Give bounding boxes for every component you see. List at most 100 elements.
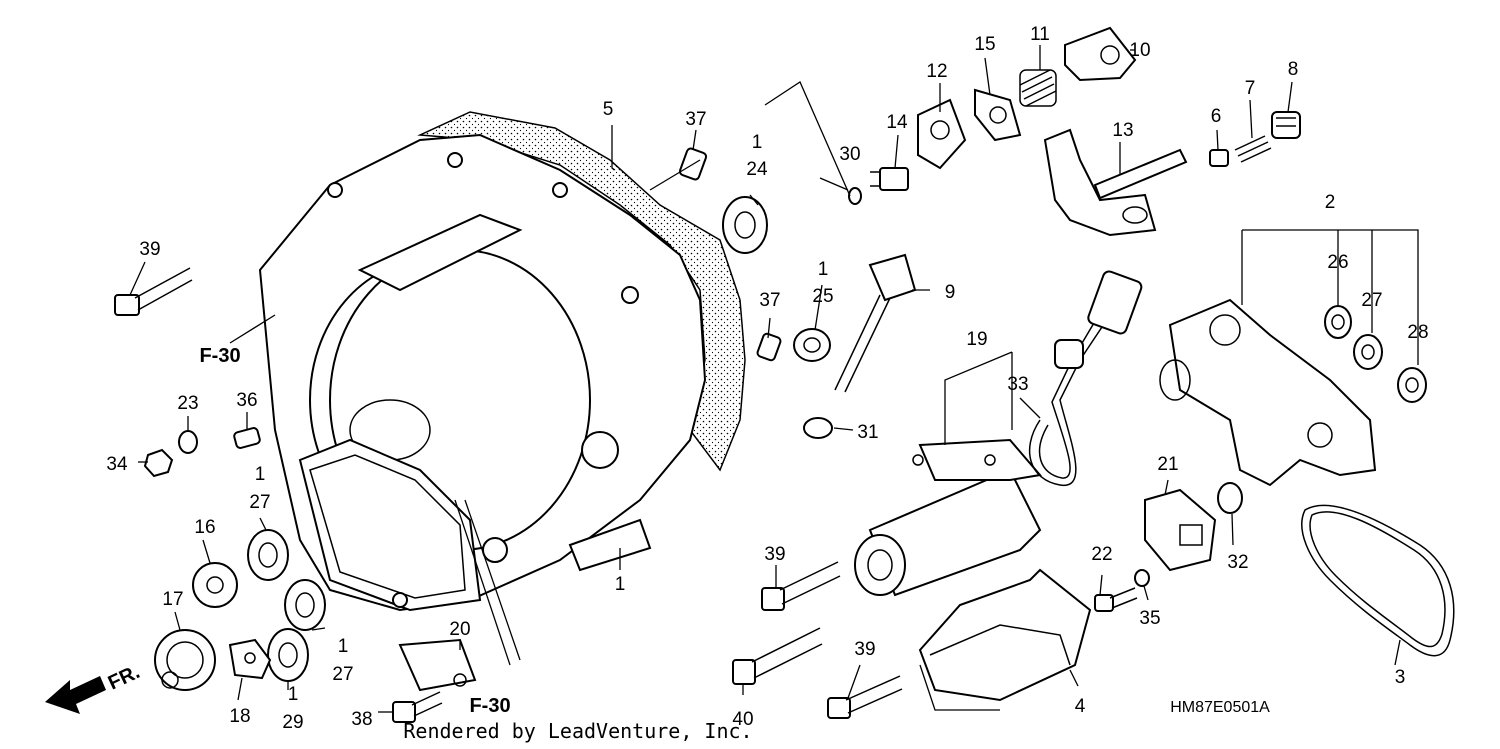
callout-label: 39: [854, 639, 875, 660]
callout-label: 19: [966, 329, 987, 350]
callout-label: 20: [449, 619, 470, 640]
callout-label: 13: [1112, 120, 1133, 141]
bearing-27-right[interactable]: [1353, 334, 1383, 370]
pump-cover-2[interactable]: [1159, 298, 1377, 487]
callout-label: 21: [1157, 454, 1178, 475]
callout-label: 1: [615, 574, 626, 595]
bolt-22[interactable]: [1094, 587, 1138, 612]
callout-label: 28: [1407, 322, 1428, 343]
callout-label: 1: [752, 132, 763, 153]
bearing-25[interactable]: [793, 328, 831, 362]
callout-label: 35: [1139, 608, 1160, 629]
gasket-5[interactable]: [417, 111, 746, 472]
callout-label: 16: [194, 517, 215, 538]
bearing-28[interactable]: [1397, 367, 1427, 403]
bearing-27-upper[interactable]: [247, 529, 289, 581]
callout-label: 4: [1075, 696, 1086, 717]
callout-label: 27: [1361, 290, 1382, 311]
washer-35[interactable]: [1134, 569, 1150, 587]
spring-7[interactable]: [1234, 135, 1272, 163]
washer-23[interactable]: [178, 430, 198, 454]
callout-label: 1: [255, 464, 266, 485]
plate-18[interactable]: [228, 638, 272, 680]
callout-label: 1: [288, 684, 299, 705]
bolt-38[interactable]: [392, 691, 443, 723]
callout-label: 38: [351, 709, 372, 730]
crankcase-cover[interactable]: [258, 133, 707, 612]
callout-label: 25: [812, 286, 833, 307]
callout-label: 18: [229, 706, 250, 727]
callout-label: 8: [1288, 59, 1299, 80]
bearing-27-lower[interactable]: [284, 579, 326, 631]
dowel-pin-36[interactable]: [233, 427, 261, 449]
callout-label: 32: [1227, 552, 1248, 573]
plate-12[interactable]: [917, 98, 967, 170]
callout-label: 34: [106, 454, 128, 475]
cam-10[interactable]: [1064, 26, 1137, 82]
callout-label: 26: [1327, 252, 1348, 273]
section-reference[interactable]: F-30: [469, 695, 510, 717]
shift-shaft-13[interactable]: [1043, 128, 1188, 237]
callout-label: 3: [1395, 667, 1406, 688]
callout-label: 14: [886, 112, 908, 133]
callout-label: 30: [839, 144, 860, 165]
spring-11[interactable]: [1019, 69, 1057, 107]
washer-30[interactable]: [848, 187, 862, 205]
callout-label: 36: [236, 390, 257, 411]
gasket-3[interactable]: [1301, 504, 1455, 657]
callout-label: 11: [1030, 24, 1050, 45]
callout-label: 1: [818, 259, 829, 280]
bearing-24[interactable]: [722, 196, 768, 254]
guard-plate-4[interactable]: [918, 568, 1092, 702]
callout-label: 1: [338, 636, 349, 657]
plate-15[interactable]: [974, 88, 1022, 142]
credit-text: Rendered by LeadVenture, Inc.: [403, 719, 752, 743]
callout-label: 22: [1091, 544, 1112, 565]
callout-label: 39: [139, 239, 160, 260]
callout-label: 31: [857, 422, 878, 443]
bolt-39-middle[interactable]: [761, 561, 841, 611]
gear-16[interactable]: [192, 562, 238, 608]
diagram-code: HM87E0501A: [1170, 699, 1270, 716]
callout-label: 5: [603, 99, 614, 120]
bolt-40[interactable]: [732, 627, 823, 685]
leader-lines: [129, 45, 1419, 713]
starter-motor-19[interactable]: [854, 438, 1042, 597]
callout-label: 27: [332, 664, 353, 685]
dipstick-9[interactable]: [834, 253, 917, 393]
bolt-39-lower[interactable]: [827, 675, 903, 719]
plate-20[interactable]: [398, 638, 477, 692]
callout-label: 9: [945, 282, 956, 303]
breather-tube-33[interactable]: [1029, 270, 1143, 486]
front-arrow-icon: [45, 676, 106, 714]
bearing-26[interactable]: [1324, 305, 1352, 339]
callout-label: 27: [249, 492, 270, 513]
bolt-14[interactable]: [870, 167, 909, 191]
callout-label: 23: [177, 393, 198, 414]
section-reference[interactable]: F-30: [199, 345, 240, 367]
callout-label: 29: [282, 712, 303, 733]
callout-label: 7: [1245, 78, 1256, 99]
callout-label: 24: [746, 159, 768, 180]
callout-label: 2: [1325, 192, 1336, 213]
callout-label: 40: [732, 709, 753, 730]
callout-label: 39: [764, 544, 785, 565]
dowel-pin-37-lower[interactable]: [756, 332, 782, 362]
detent-pin-6[interactable]: [1209, 149, 1229, 167]
callout-label: 17: [162, 589, 183, 610]
callout-label: 15: [974, 34, 995, 55]
front-direction-label: FR.: [105, 661, 143, 695]
o-ring-31[interactable]: [803, 417, 833, 439]
gear-17[interactable]: [154, 629, 216, 691]
callout-label: 6: [1211, 106, 1222, 127]
nut-34[interactable]: [143, 448, 174, 478]
bolt-39-upper[interactable]: [114, 267, 193, 316]
callout-label: 10: [1129, 40, 1150, 61]
o-ring-32[interactable]: [1217, 482, 1243, 514]
callout-label: 37: [759, 290, 780, 311]
sensor-21[interactable]: [1144, 488, 1217, 572]
bearing-29[interactable]: [267, 628, 309, 682]
callout-label: 33: [1007, 374, 1028, 395]
plug-bolt-8[interactable]: [1271, 111, 1301, 139]
